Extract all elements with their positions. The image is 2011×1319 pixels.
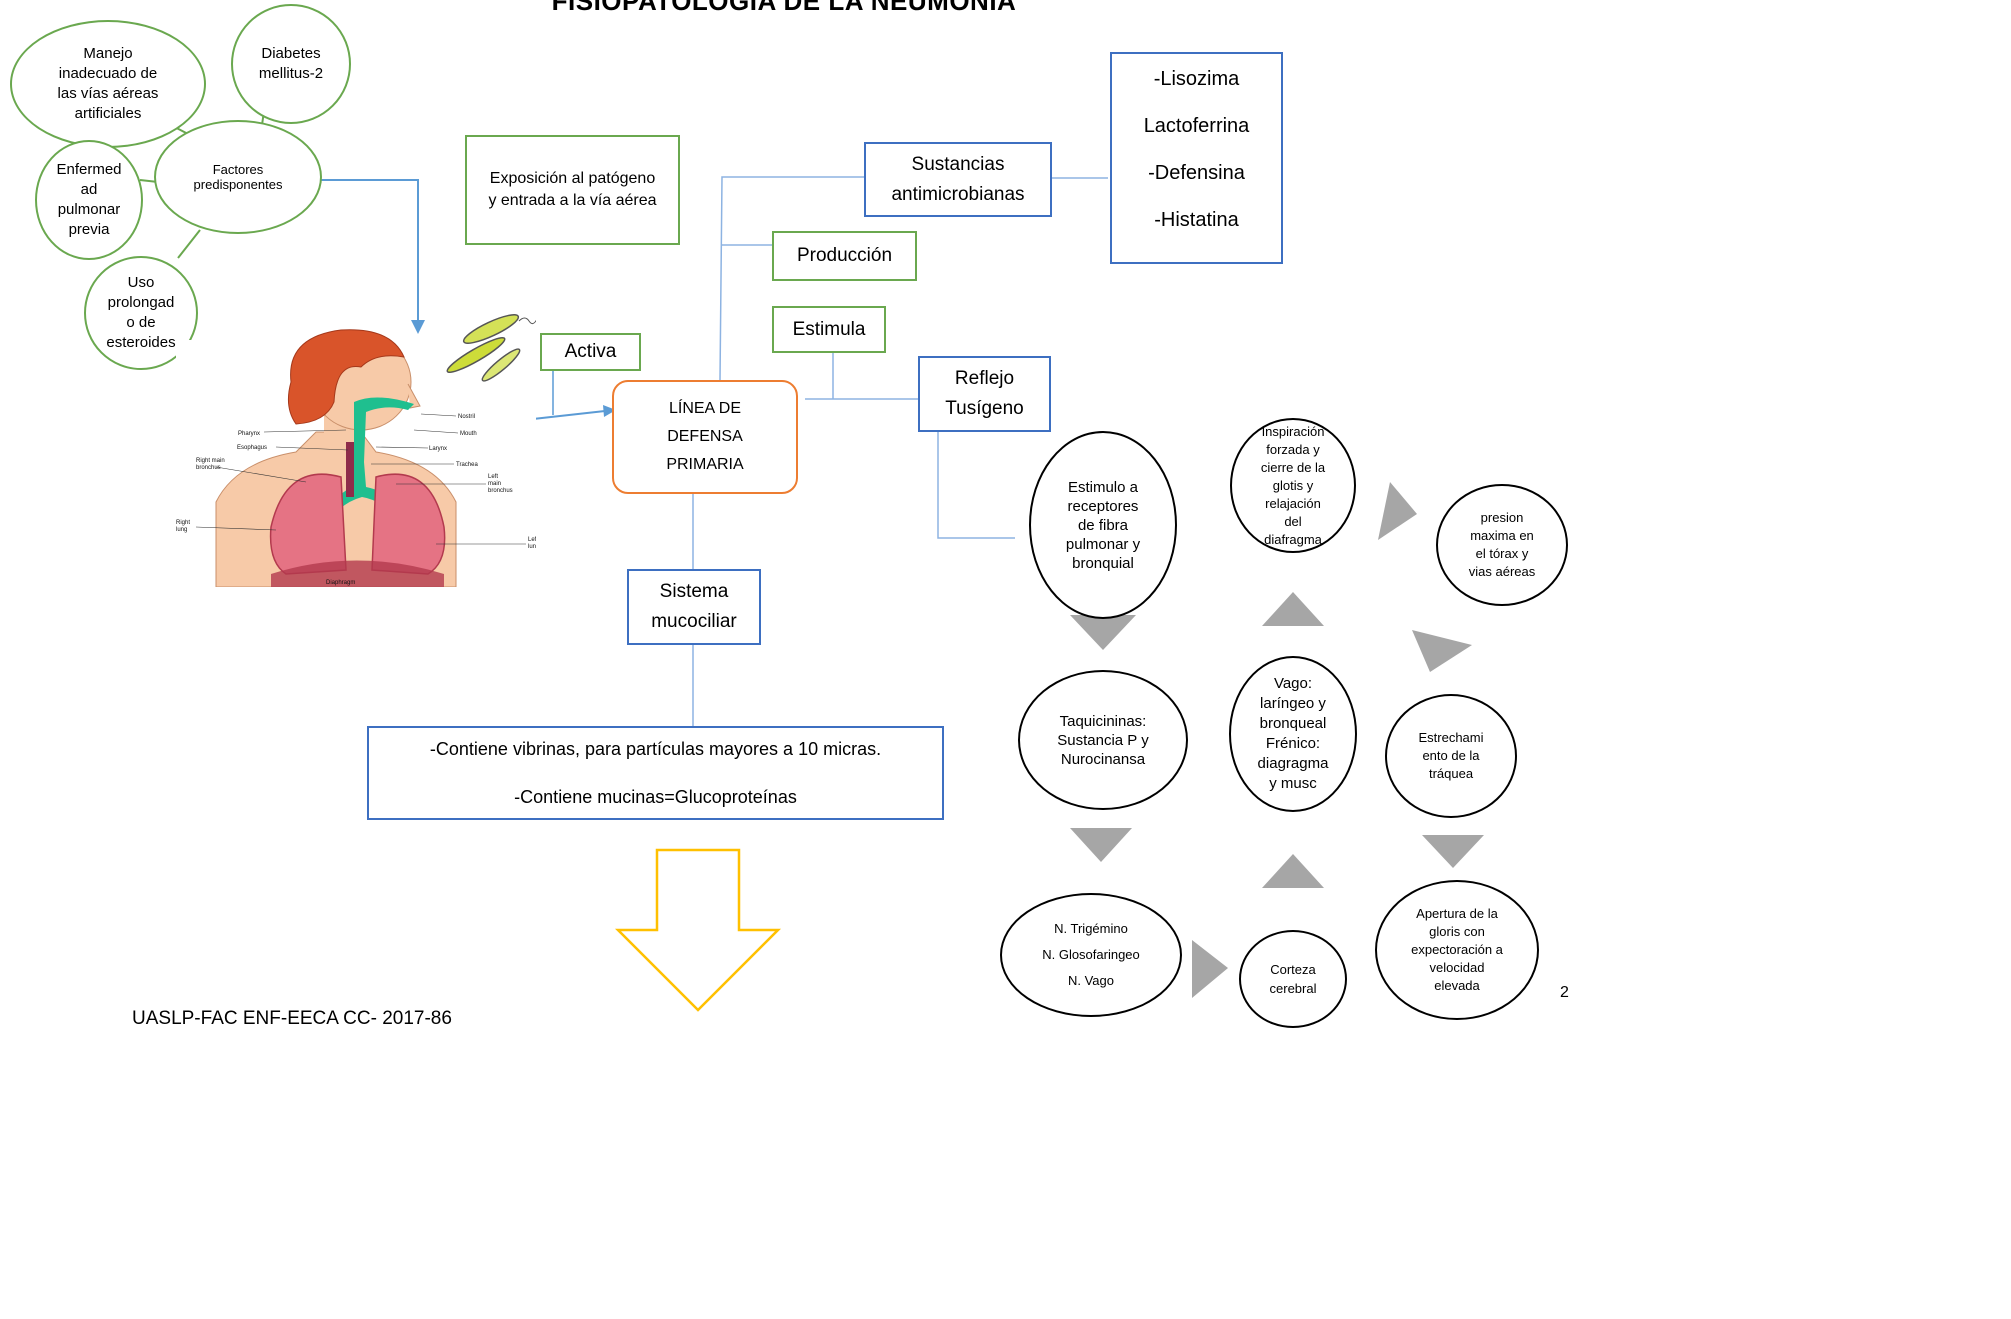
- down-arrow-icon: [614, 848, 782, 1012]
- arrow-down-icon: [1070, 828, 1132, 862]
- label-larynx: Larynx: [429, 446, 447, 452]
- cycle-step-nerves: N. Trigémino N. Glosofaringeo N. Vago: [1000, 893, 1182, 1017]
- risk-factor-lung-disease: Enfermed ad pulmonar previa: [35, 140, 143, 260]
- cycle-step-stimulus: Estimulo a receptores de fibra pulmonar …: [1029, 431, 1177, 619]
- list-item: -Defensina: [1148, 162, 1245, 184]
- cycle-step-vagus-phrenic: Vago: laríngeo y bronqueal Frénico: diag…: [1229, 656, 1357, 812]
- mucociliary-line: -Contiene mucinas=Glucoproteínas: [514, 787, 797, 807]
- label-trachea: Trachea: [456, 462, 478, 468]
- label-pharynx: Pharynx: [238, 431, 260, 437]
- risk-factor-diabetes: Diabetes mellitus-2: [231, 4, 351, 124]
- cycle-step-cortex: Corteza cerebral: [1239, 930, 1347, 1028]
- svg-text:Left: Left: [528, 537, 536, 543]
- svg-text:main: main: [488, 481, 501, 487]
- cycle-step-trachea-narrowing: Estrechami ento de la tráquea: [1385, 694, 1517, 818]
- svg-text:bronchus: bronchus: [488, 488, 513, 494]
- arrow-up-icon: [1262, 592, 1324, 626]
- list-item: Lactoferrina: [1143, 115, 1250, 137]
- primary-defense-box: LÍNEA DE DEFENSA PRIMARIA: [612, 380, 798, 494]
- activa-box: Activa: [540, 333, 641, 371]
- footer-text: UASLP-FAC ENF-EECA CC- 2017-86: [132, 1008, 452, 1029]
- cycle-step-forced-inspiration: Inspiración forzada y cierre de la gloti…: [1230, 418, 1356, 553]
- cycle-step-max-pressure: presion maxima en el tórax y vias aéreas: [1436, 484, 1568, 606]
- risk-factor-airway: Manejo inadecuado de las vías aéreas art…: [10, 20, 206, 148]
- arrow-down-right-icon: [1412, 630, 1472, 672]
- arrow-down-icon: [1070, 615, 1136, 650]
- svg-text:Right: Right: [176, 520, 190, 526]
- svg-text:Right main: Right main: [196, 458, 225, 464]
- connector-lines: [139, 103, 1484, 1012]
- produccion-box: Producción: [772, 231, 917, 281]
- risk-factors-center: Factores predisponentes: [154, 120, 322, 234]
- arrow-down-icon: [1422, 835, 1484, 868]
- cough-reflex-box: Reflejo Tusígeno: [918, 356, 1051, 432]
- cycle-step-expectoration: Apertura de la gloris con expectoración …: [1375, 880, 1539, 1020]
- arrow-right-icon: [1192, 940, 1228, 998]
- arrow-up-icon: [1262, 854, 1324, 888]
- mucociliary-box: Sistema mucociliar: [627, 569, 761, 645]
- svg-text:lung: lung: [176, 527, 187, 533]
- exposure-box: Exposición al patógeno y entrada a la ví…: [465, 135, 680, 245]
- page-title: FISIOPATOLOGÍA DE LA NEUMONÍA: [551, 0, 1017, 16]
- antimicrobial-substances-box: Sustancias antimicrobianas: [864, 142, 1052, 217]
- label-mouth: Mouth: [460, 431, 477, 437]
- arrow-up-right-icon: [1378, 482, 1417, 540]
- svg-text:lung: lung: [528, 544, 536, 550]
- cycle-step-tachykinins: Taquicininas: Sustancia P y Nurocinansa: [1018, 670, 1188, 810]
- label-nostril: Nostril: [458, 414, 475, 420]
- respiratory-anatomy-illustration: Pharynx Esophagus Right main bronchus Ri…: [176, 314, 536, 587]
- label-esophagus: Esophagus: [237, 445, 267, 451]
- svg-text:Left: Left: [488, 474, 498, 480]
- page-number: 2: [1560, 984, 1569, 1001]
- mucociliary-details-box: -Contiene vibrinas, para partículas mayo…: [367, 726, 944, 820]
- list-item: -Histatina: [1154, 209, 1239, 231]
- mucociliary-line: -Contiene vibrinas, para partículas mayo…: [429, 739, 882, 759]
- antimicrobial-list: -Lisozima Lactoferrina -Defensina -Hista…: [1110, 52, 1283, 264]
- estimula-box: Estimula: [772, 306, 886, 353]
- list-item: -Lisozima: [1153, 68, 1240, 90]
- label-diaphragm: Diaphragm: [326, 580, 355, 586]
- svg-text:bronchus: bronchus: [196, 465, 221, 471]
